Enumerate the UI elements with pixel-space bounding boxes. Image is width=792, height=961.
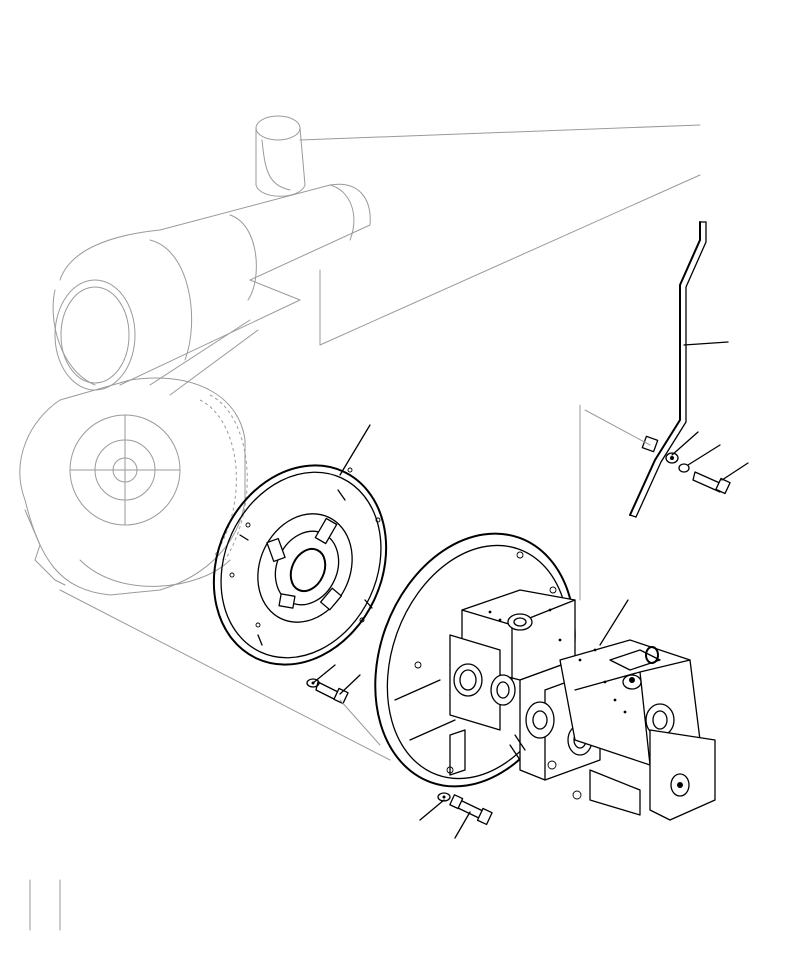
hydraulic-pump-assembly — [449, 589, 716, 821]
guide-lines — [29, 404, 651, 931]
flange-fasteners — [419, 792, 493, 839]
tube-fasteners — [665, 431, 749, 495]
disc-fasteners — [306, 664, 361, 705]
damper-disc — [212, 424, 388, 666]
engine-ghost — [19, 115, 701, 761]
tube — [629, 221, 729, 518]
